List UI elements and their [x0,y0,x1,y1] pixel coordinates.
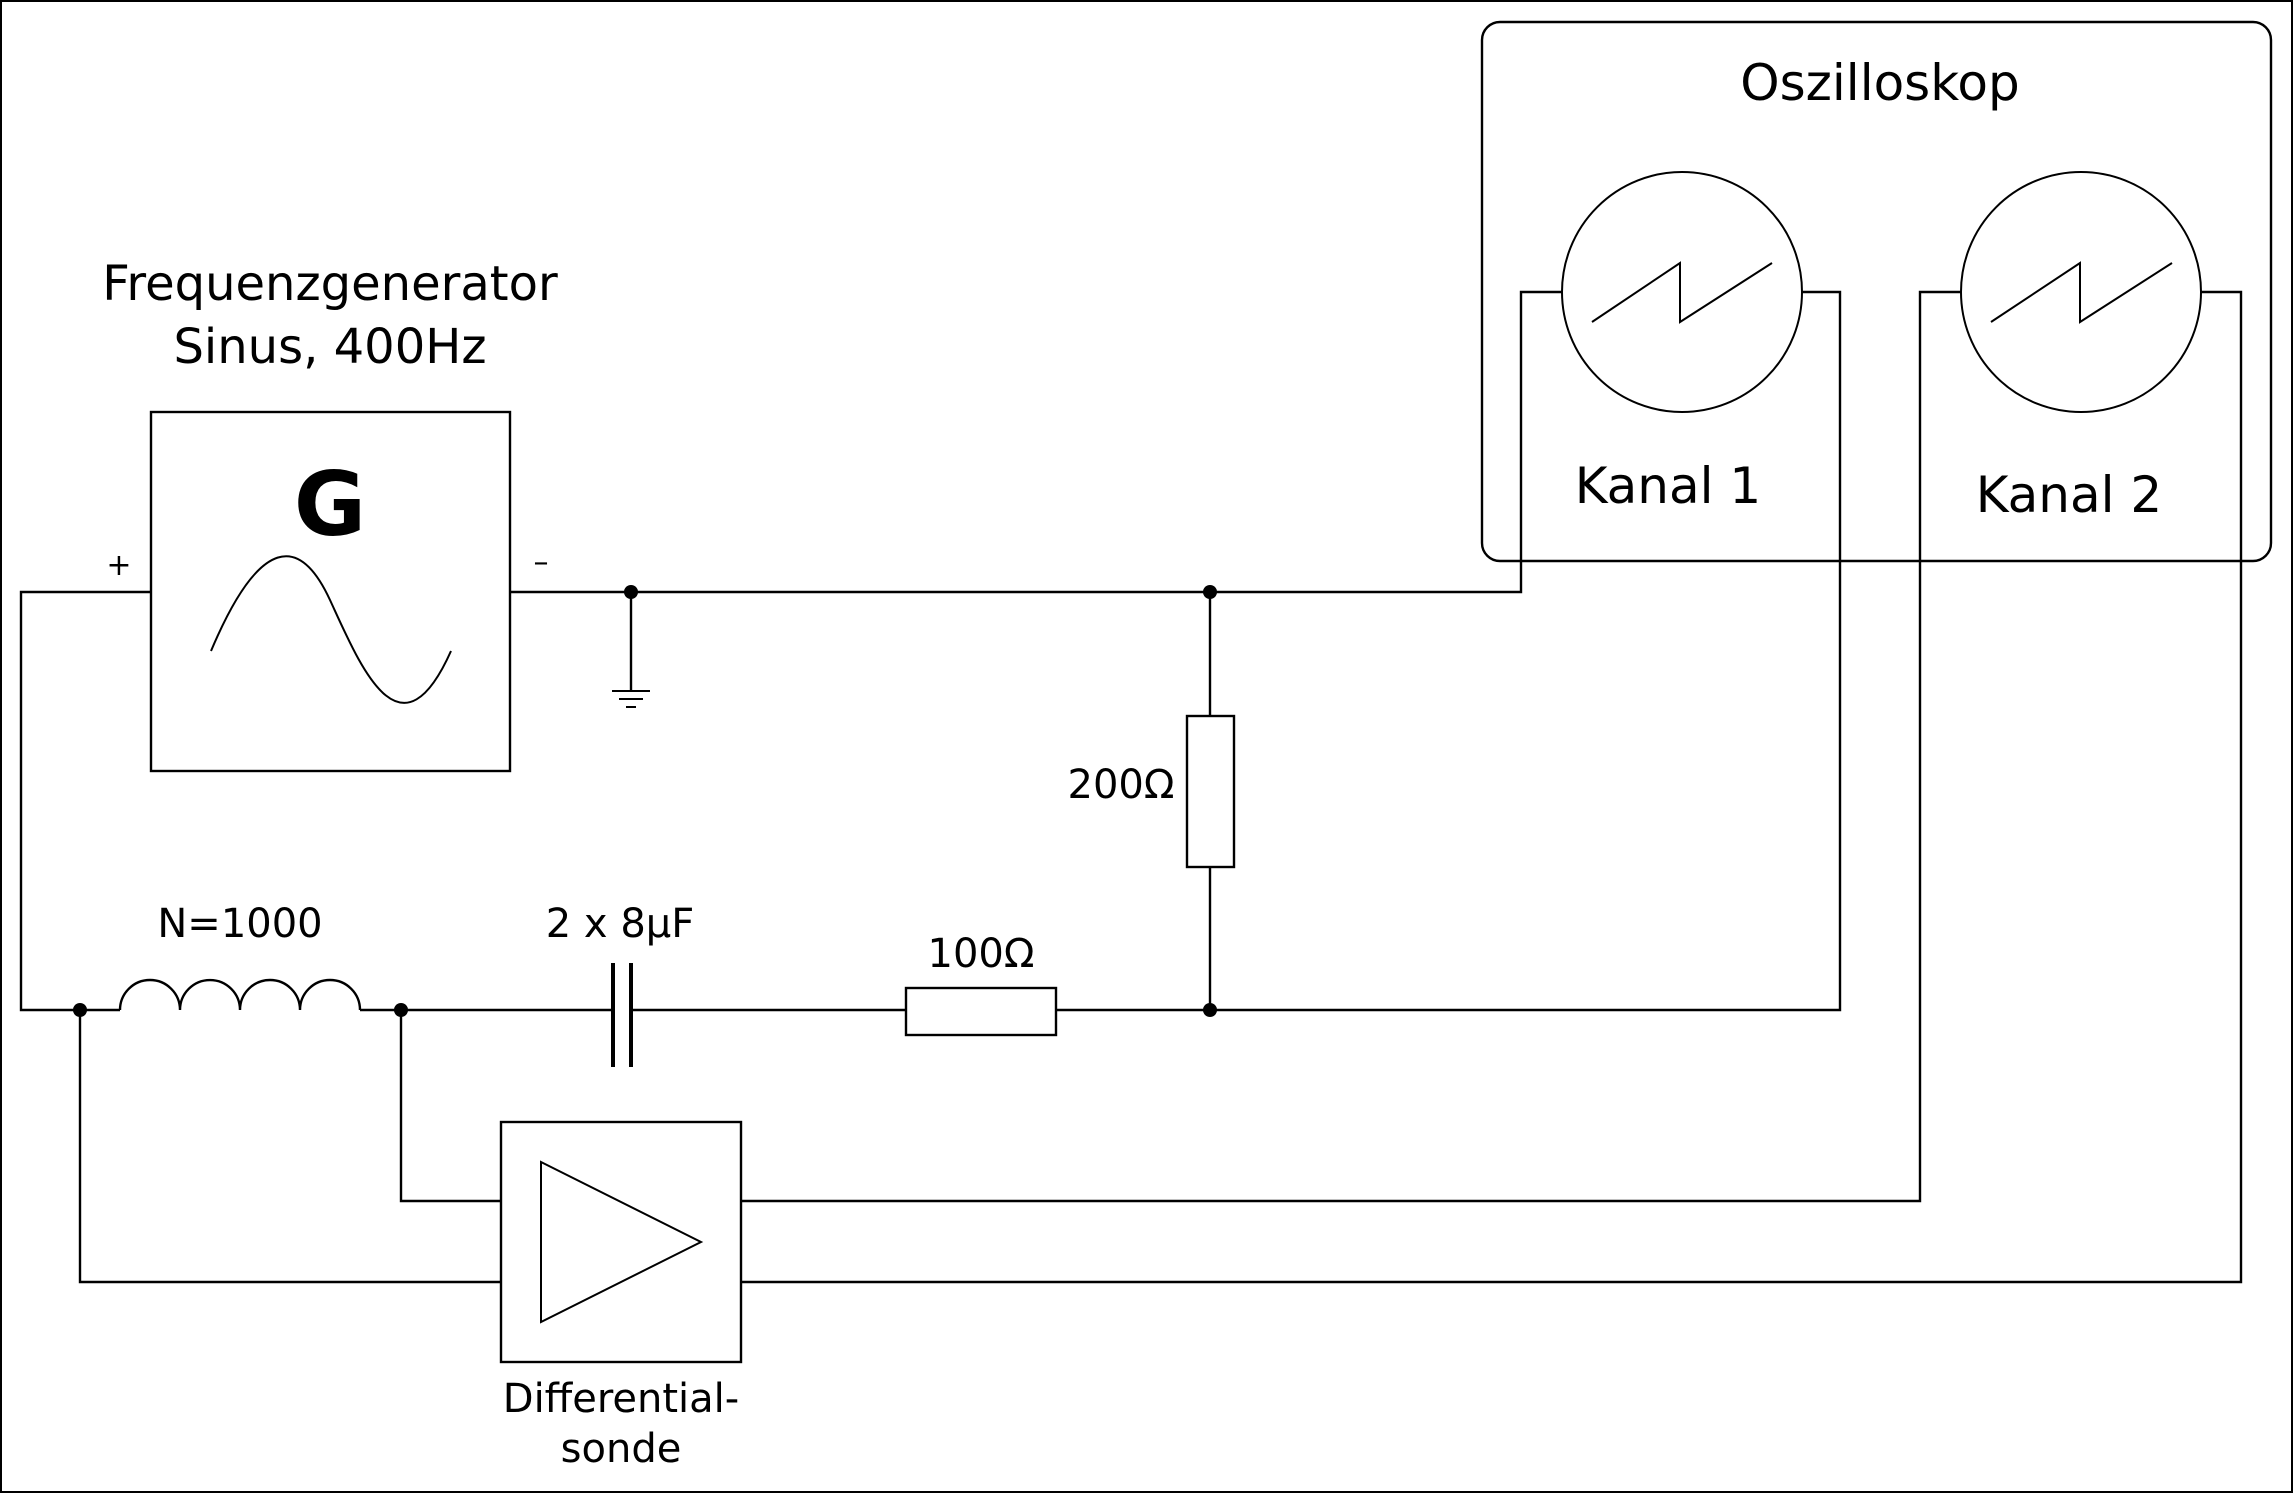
wire-channel-1-return [1210,290,1842,1012]
junction-node [73,1003,87,1017]
coil: N=1000 [118,901,362,1011]
resistor-series-body [904,986,1058,1037]
differential-probe-box [499,1120,743,1364]
capacitor-label: 2 x 8µF [546,901,694,947]
junction-node [1203,1003,1217,1017]
wire-probe-input-1 [399,1010,501,1203]
ground-symbol [612,690,650,708]
resistor-shunt: 200Ω [1068,714,1236,869]
junction-nodes [73,585,1217,1017]
amplifier-triangle-icon [540,1160,704,1324]
junction-node [394,1003,408,1017]
coil-windings [118,978,362,1011]
sine-wave-icon [210,555,452,704]
oscilloscope: Oszilloskop Kanal 1 Kanal 2 [1480,20,2273,563]
wire-probe-output-2 [741,290,2243,1284]
oscilloscope-box [1480,20,2273,563]
channel-1-label: Kanal 1 [1575,457,1761,515]
differential-probe-label-line2: sonde [561,1426,682,1472]
generator-plus-label: + [106,548,131,583]
coil-label: N=1000 [157,901,322,947]
wire-probe-input-2 [78,1010,501,1284]
wiring [19,290,2243,1284]
sawtooth-trace-icon [1591,261,1773,324]
junction-node [624,585,638,599]
generator-title-line1: Frequenzgenerator [102,256,558,312]
generator-symbol: G [294,453,366,556]
generator-title-line2: Sinus, 400Hz [173,319,486,375]
channel-2-label: Kanal 2 [1976,466,2162,524]
resistor-series-label: 100Ω [928,931,1035,977]
sawtooth-trace-icon [1990,261,2173,324]
resistor-series: 100Ω [904,931,1058,1037]
wire-probe-output-1 [741,290,1962,1203]
differential-probe-label-line1: Differential- [503,1376,739,1422]
frequency-generator: Frequenzgenerator Sinus, 400Hz G + – [102,256,558,773]
junction-node [1203,585,1217,599]
resistor-shunt-label: 200Ω [1068,762,1175,808]
resistor-shunt-body [1185,714,1236,869]
capacitor: 2 x 8µF [546,901,694,1067]
differential-probe: Differential- sonde [499,1120,743,1472]
generator-minus-label: – [534,545,549,580]
oscilloscope-title: Oszilloskop [1740,54,2019,112]
wire-ground-rail [510,290,1563,594]
wire-generator-plus [19,590,151,1012]
